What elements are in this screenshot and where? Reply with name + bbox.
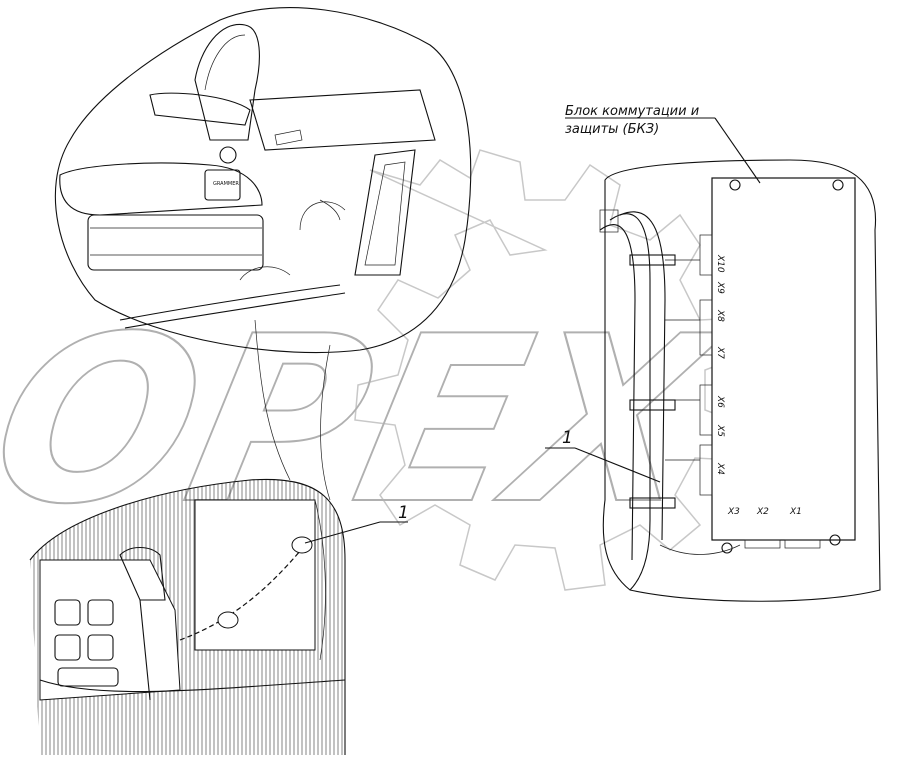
watermark-text: OPEX — [0, 286, 737, 554]
bkz-label-line1: Блок коммутации и — [565, 104, 699, 119]
bkz-label-line2: защиты (БКЗ) — [565, 122, 659, 137]
connector-label-x6: X6 — [715, 395, 725, 408]
callout-1-right-number: 1 — [562, 428, 573, 448]
link-line — [254, 319, 291, 481]
connector-label-x1: X1 — [789, 507, 802, 517]
connector-label-x8: X8 — [715, 309, 725, 322]
callout-1-left-number: 1 — [398, 503, 409, 523]
connector-label-x3: X3 — [727, 507, 740, 517]
connector-label-x2: X2 — [756, 507, 769, 517]
callout-1-right: 1 — [545, 428, 661, 483]
watermark: OPEX — [0, 149, 746, 591]
connector-label-x10: X10 — [715, 254, 725, 273]
floor-plan-view — [29, 478, 346, 755]
callout-1-left: 1 — [304, 503, 409, 544]
watermark-gear — [354, 149, 746, 591]
connector-label-x4: X4 — [715, 462, 725, 475]
connector-label-x5: X5 — [715, 424, 725, 437]
connector-label-x7: X7 — [715, 346, 725, 359]
bkz-block — [711, 177, 856, 541]
bkz-callout: Блок коммутации и защиты (БКЗ) — [565, 104, 761, 184]
cab-interior-view: GRAMMER — [54, 7, 472, 354]
seat-brand-label: GRAMMER — [213, 181, 239, 187]
connector-label-x9: X9 — [715, 281, 725, 294]
link-line — [320, 344, 331, 501]
